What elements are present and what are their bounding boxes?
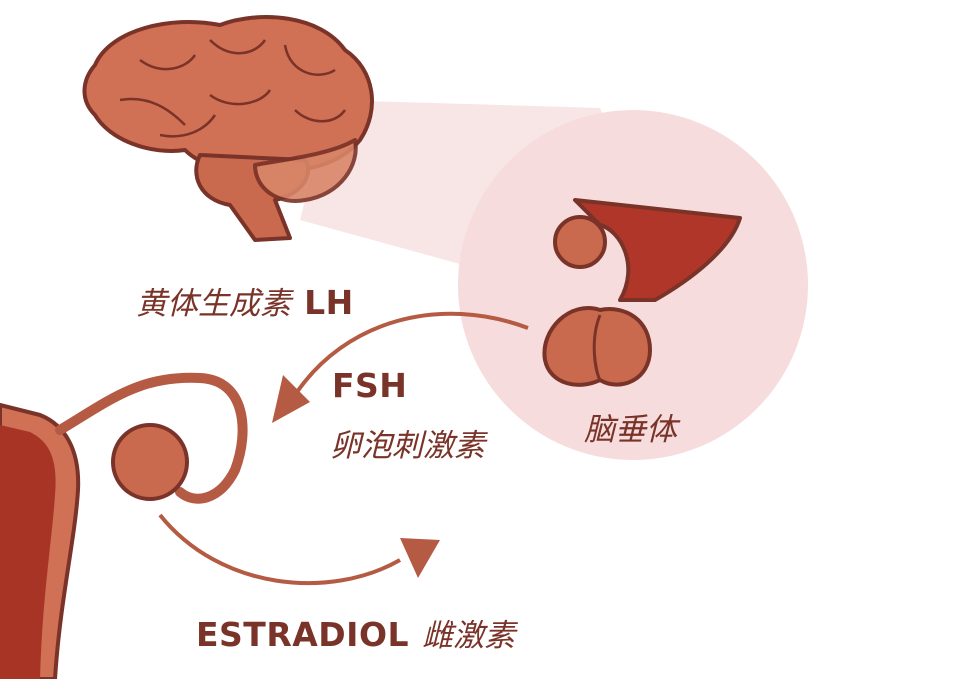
fsh-arrow — [293, 311, 529, 397]
fsh-label-en: FSH — [332, 366, 408, 405]
fsh-arrowhead — [272, 375, 310, 423]
lh-label-cn: 黄体生成素 — [136, 286, 291, 322]
lh-label-en: LH — [304, 283, 354, 322]
pituitary-label: 脑垂体 — [584, 412, 677, 448]
lh-label: 黄体生成素 LH — [136, 278, 354, 323]
estradiol-arrow — [158, 513, 401, 586]
estradiol-arrowhead — [400, 538, 440, 578]
estradiol-label-cn: 雌激素 — [422, 618, 516, 654]
uterus-icon — [0, 372, 248, 681]
brain-icon — [82, 15, 374, 242]
pituitary-icon — [542, 198, 742, 387]
fsh-label-cn: 卵泡刺激素 — [330, 428, 485, 464]
estradiol-label-en: ESTRADIOL — [196, 615, 410, 654]
estradiol-label: ESTRADIOL 雌激素 — [196, 610, 515, 655]
